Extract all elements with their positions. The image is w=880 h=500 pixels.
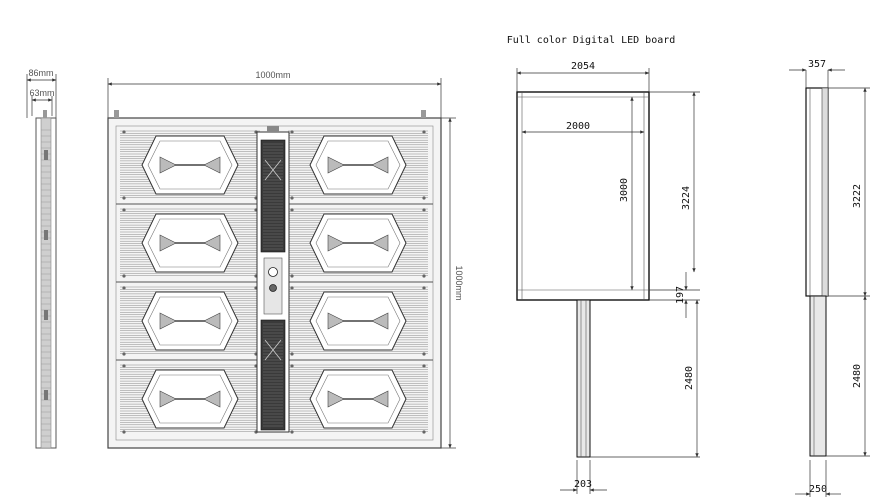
board-title: Full color Digital LED board — [507, 35, 676, 46]
cabinet-module — [288, 286, 428, 356]
cabinet-module — [120, 364, 260, 434]
cabinet-depth-outer-label: 86mm — [28, 68, 53, 78]
side-depth-label: 357 — [808, 59, 826, 70]
cabinet-depth-inner-label: 63mm — [29, 88, 54, 98]
pole-width-label: 203 — [574, 479, 592, 490]
board-front-view: Full color Digital LED board 2054 2000 3… — [507, 35, 700, 494]
cabinet-module — [288, 208, 428, 278]
screen-width-label: 2000 — [566, 121, 590, 132]
bottom-gap-label: 197 — [675, 286, 686, 304]
cabinet-height-label-front: 3224 — [681, 186, 692, 210]
overall-width-label: 2054 — [571, 61, 595, 72]
cabinet-module — [288, 364, 428, 434]
side-pole-height-label: 2480 — [852, 364, 863, 388]
pole-height-label-front: 2480 — [684, 366, 695, 390]
cabinet-module — [120, 130, 260, 200]
cabinet-rear-view: 1000mm 1000mm — [107, 70, 464, 449]
cabinet-module — [120, 208, 260, 278]
cabinet-side-profile: 86mm 63mm — [26, 68, 57, 449]
cabinet-module — [120, 286, 260, 356]
side-pole-depth-label: 250 — [809, 484, 827, 495]
side-cabinet-height-label: 3222 — [852, 184, 863, 208]
screen-height-label: 3000 — [619, 178, 630, 202]
cabinet-module — [288, 130, 428, 200]
cabinet-height-label: 1000mm — [454, 265, 464, 300]
board-side-view: 357 3222 2480 250 — [789, 59, 870, 497]
cabinet-width-label: 1000mm — [255, 70, 290, 80]
